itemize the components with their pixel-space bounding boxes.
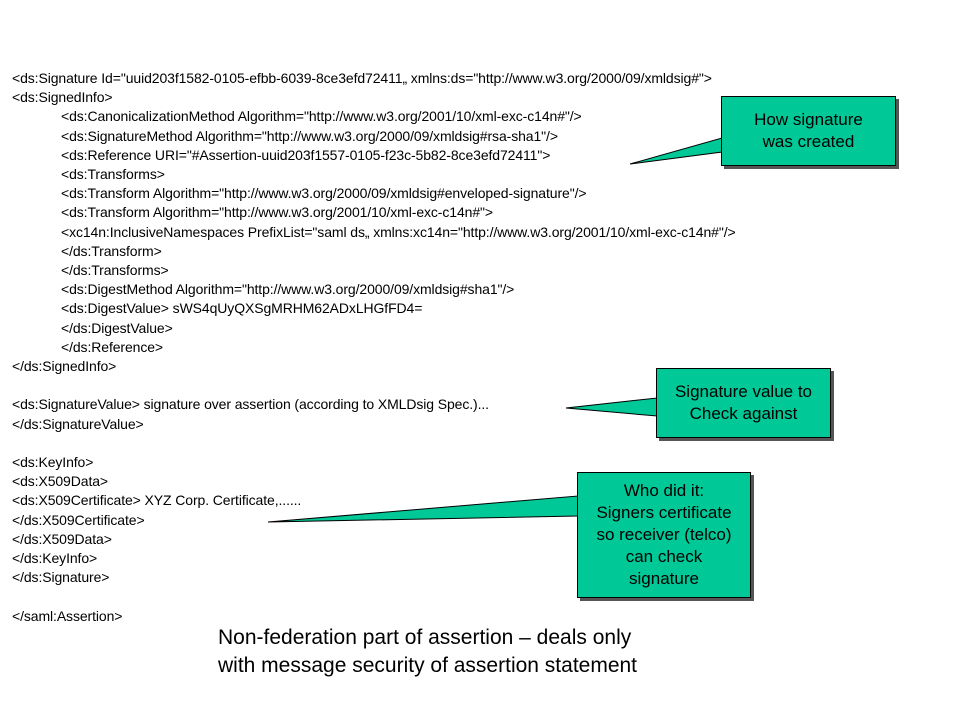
code-line: <ds:Signature Id="uuid203f1582-0105-efbb…	[12, 70, 712, 86]
code-line: <ds:DigestValue> sWS4qUyQXSgMRHM62ADxLHG…	[61, 300, 423, 317]
code-line: <ds:DigestMethod Algorithm="http://www.w…	[61, 281, 515, 298]
callout-pointer-signature-value	[565, 397, 658, 417]
callout-pointer-how-created	[629, 137, 723, 165]
code-line: </ds:X509Certificate>	[12, 511, 145, 528]
callout-signature-value-text: Signature value to Check against	[674, 382, 813, 423]
code-line: </ds:KeyInfo>	[12, 550, 98, 566]
callout-signature-value: Signature value to Check against	[656, 368, 831, 438]
callout-who-did-it: Who did it: Signers certificate so recei…	[577, 472, 751, 598]
code-line: </ds:SignedInfo>	[12, 358, 117, 374]
callout-who-did-it-text: Who did it: Signers certificate so recei…	[596, 481, 732, 588]
code-line: <ds:X509Data>	[12, 473, 108, 490]
code-line: </ds:X509Data>	[12, 530, 112, 547]
code-line: <ds:Transforms>	[61, 166, 165, 182]
code-line: </ds:Reference>	[61, 338, 164, 355]
code-line: </saml:Assertion>	[12, 607, 123, 624]
code-line: <ds:SignedInfo>	[12, 89, 113, 106]
code-line: <ds:Reference URI="#Assertion-uuid203f15…	[61, 146, 551, 163]
code-line: <ds:KeyInfo>	[12, 454, 94, 470]
code-line: </ds:SignatureValue>	[12, 415, 144, 432]
code-line: </ds:Transforms>	[61, 262, 169, 278]
code-line: <ds:X509Certificate> XYZ Corp. Certifica…	[12, 492, 302, 509]
code-line: <ds:SignatureMethod Algorithm="http://ww…	[61, 127, 558, 144]
callout-how-created: How signature was created	[721, 96, 896, 166]
code-line: </ds:Transform>	[61, 242, 162, 259]
code-line: <ds:SignatureValue> signature over asser…	[12, 396, 489, 413]
callout-how-created-text: How signature was created	[754, 110, 863, 151]
callout-pointer-who-did-it	[267, 495, 579, 523]
code-line: </ds:Signature>	[12, 569, 110, 586]
code-line: <ds:CanonicalizationMethod Algorithm="ht…	[61, 108, 582, 125]
code-line: <ds:Transform Algorithm="http://www.w3.o…	[61, 185, 587, 202]
code-line: </ds:DigestValue>	[61, 319, 173, 336]
slide-caption: Non-federation part of assertion – deals…	[218, 626, 638, 677]
code-line: <xc14n:InclusiveNamespaces PrefixList="s…	[61, 223, 736, 240]
code-line: <ds:Transform Algorithm="http://www.w3.o…	[61, 204, 493, 221]
